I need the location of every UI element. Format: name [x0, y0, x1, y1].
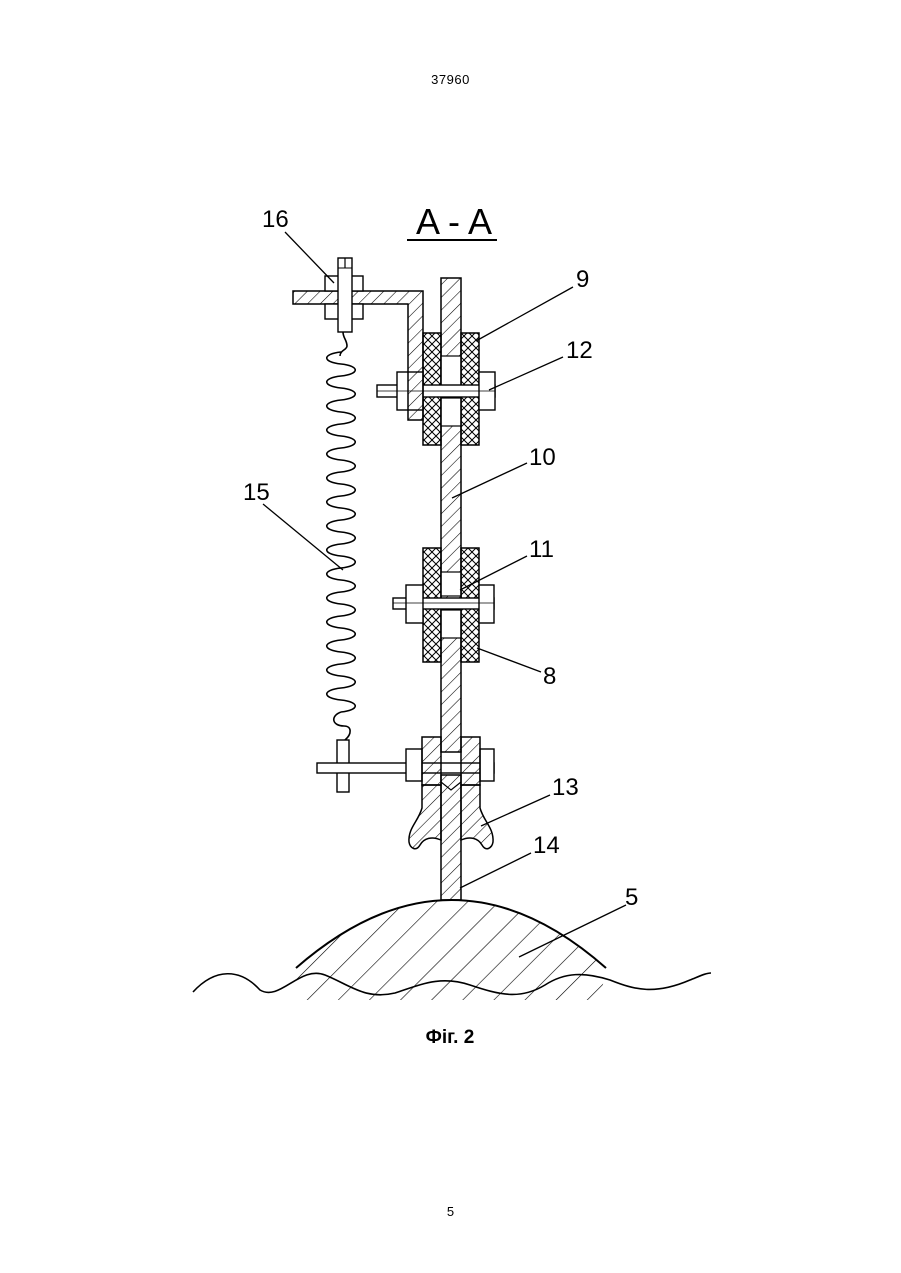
section-title: A - A — [416, 201, 492, 242]
callout-5: 5 — [625, 884, 638, 911]
callout-10: 10 — [529, 444, 556, 471]
callout-16: 16 — [262, 206, 289, 233]
page-number: 5 — [0, 1204, 901, 1219]
upper-clamp-assembly — [377, 333, 495, 445]
figure-caption: Фіг. 2 — [426, 1027, 475, 1048]
callout-15: 15 — [243, 479, 270, 506]
spring-15 — [327, 332, 356, 740]
central-rod-upper — [441, 278, 461, 752]
callout-14: 14 — [533, 832, 560, 859]
callout-8: 8 — [543, 663, 556, 690]
lower-clamp-assembly — [317, 737, 494, 849]
central-rod-lower — [441, 775, 461, 900]
callout-9: 9 — [576, 266, 589, 293]
callout-11: 11 — [529, 536, 554, 563]
callout-13: 13 — [552, 774, 579, 801]
callout-12: 12 — [566, 337, 593, 364]
ground-mound — [296, 900, 606, 1000]
